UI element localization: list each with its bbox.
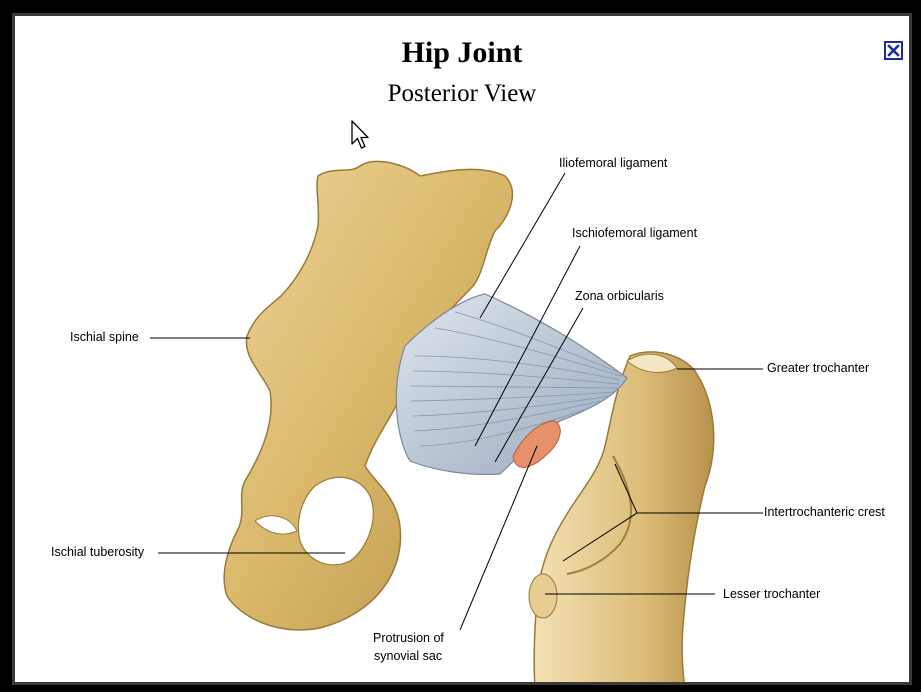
label-lesser-trochanter: Lesser trochanter — [723, 587, 820, 602]
label-ischial-spine: Ischial spine — [70, 330, 139, 345]
hip-joint-illustration — [15, 16, 912, 685]
mouse-pointer-icon — [351, 120, 371, 152]
label-protrusion-line2: synovial sac — [374, 649, 442, 664]
label-zona-orbicularis: Zona orbicularis — [575, 289, 664, 304]
label-intertrochanteric-crest: Intertrochanteric crest — [764, 505, 885, 520]
diagram-subtitle: Posterior View — [15, 80, 909, 108]
label-iliofemoral-ligament: Iliofemoral ligament — [559, 156, 667, 171]
label-greater-trochanter: Greater trochanter — [767, 361, 869, 376]
label-protrusion-line1: Protrusion of — [373, 631, 444, 646]
label-ischiofemoral-ligament: Ischiofemoral ligament — [572, 226, 697, 241]
close-button[interactable] — [884, 41, 903, 60]
label-ischial-tuberosity: Ischial tuberosity — [51, 545, 144, 560]
image-panel: Hip Joint Posterior View Iliofemoral lig… — [12, 13, 912, 685]
close-icon — [886, 43, 901, 58]
diagram-title: Hip Joint — [15, 36, 909, 70]
